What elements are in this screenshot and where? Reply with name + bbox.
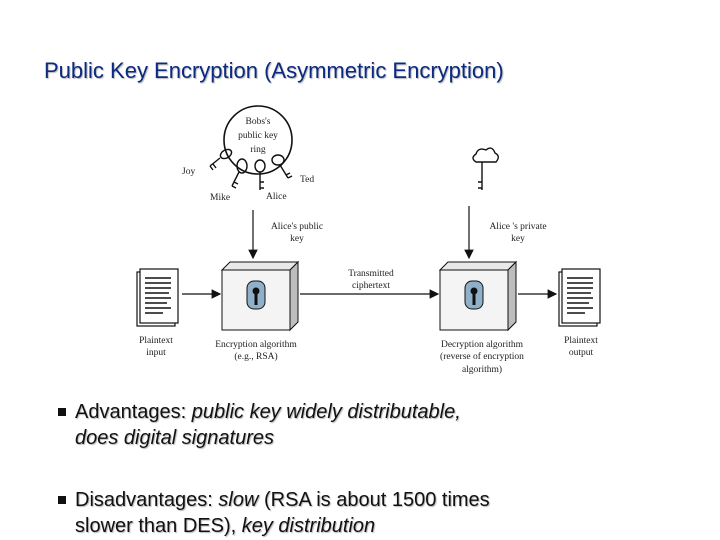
advantages-emphasis: public key widely distributable, xyxy=(191,401,461,423)
mike-key-icon xyxy=(231,158,248,189)
alice-public-key-icon xyxy=(254,159,266,190)
slide-title: Public Key Encryption (Asymmetric Encryp… xyxy=(44,58,504,83)
ted-key-icon xyxy=(271,154,293,179)
ring-label-line2: public key xyxy=(238,131,278,141)
joy-key-icon xyxy=(209,148,233,171)
alice-public-key-label-1: Alice's public xyxy=(271,222,323,232)
plaintext-output-label-1: Plaintext xyxy=(564,336,598,346)
disadvantages-line2: slower than DES), xyxy=(75,515,242,537)
plaintext-output-document xyxy=(558,268,601,327)
alice-private-key-label-1: Alice 's private xyxy=(489,222,546,232)
plaintext-input-label-1: Plaintext xyxy=(139,336,173,346)
advantages-line2: does digital signatures xyxy=(75,427,275,449)
plaintext-input-label-2: input xyxy=(146,348,166,358)
plaintext-output-label-2: output xyxy=(569,348,594,358)
ring-label-line3: ring xyxy=(250,145,266,155)
encryption-algorithm-label-1: Encryption algorithm xyxy=(215,340,297,350)
bullet-marker xyxy=(58,408,66,416)
transmitted-label-1: Transmitted xyxy=(348,269,394,279)
decryption-lock-icon xyxy=(464,280,484,310)
mike-label: Mike xyxy=(210,193,230,203)
decryption-algorithm-label-2: (reverse of encryption xyxy=(440,351,524,362)
plaintext-input-document xyxy=(136,268,179,327)
disadvantages-rsa: (RSA is about 1500 times xyxy=(258,489,490,511)
decryption-algorithm-label-1: Decryption algorithm xyxy=(441,340,524,350)
disadvantages-lead: Disadvantages: xyxy=(75,489,219,511)
bullet-disadvantages-text: Disadvantages: slow (RSA is about 1500 t… xyxy=(75,487,635,539)
advantages-lead: Advantages: xyxy=(75,401,192,423)
key-ring xyxy=(223,105,293,175)
transmitted-label-2: ciphertext xyxy=(352,281,390,291)
private-key-icon xyxy=(472,147,499,190)
public-key-encryption-diagram: Bobs's public key ring Joy Ted Mike Alic… xyxy=(136,105,601,375)
ted-label: Ted xyxy=(300,175,314,185)
joy-label: Joy xyxy=(182,167,195,177)
ring-label-line1: Bobs's xyxy=(246,117,271,127)
alice-public-key-label-2: key xyxy=(290,234,304,244)
bullet-advantages-text: Advantages: public key widely distributa… xyxy=(75,399,635,451)
alice-label: Alice xyxy=(266,192,287,202)
bullet-marker xyxy=(58,496,66,504)
encryption-lock-icon xyxy=(246,280,266,310)
disadvantages-key-distribution: key distribution xyxy=(241,515,376,537)
decryption-algorithm-label-3: algorithm) xyxy=(462,364,502,375)
disadvantages-slow: slow xyxy=(218,489,259,511)
encryption-algorithm-label-2: (e.g., RSA) xyxy=(234,351,277,362)
alice-private-key-label-2: key xyxy=(511,234,525,244)
